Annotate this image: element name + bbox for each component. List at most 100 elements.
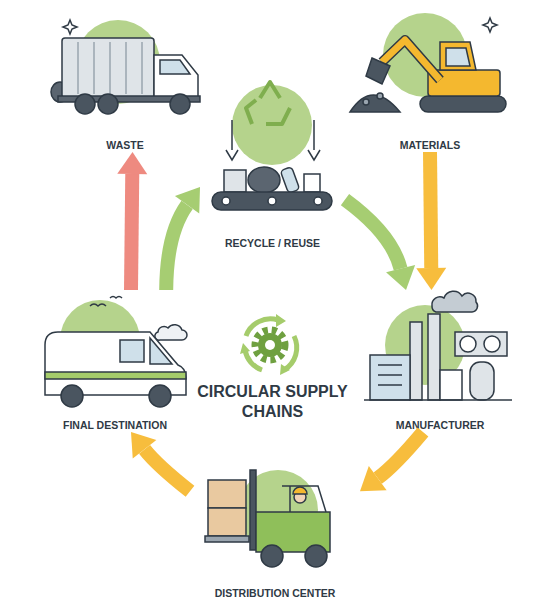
gear-hole xyxy=(265,340,275,350)
arrow-shaft xyxy=(131,174,132,290)
birds xyxy=(90,297,122,307)
pallet xyxy=(205,536,249,542)
wheel xyxy=(98,94,118,114)
building-windows xyxy=(378,365,402,385)
cab-window xyxy=(446,48,470,66)
truck-body xyxy=(62,38,154,98)
node-label: RECYCLE / REUSE xyxy=(225,237,320,250)
arrow-head xyxy=(416,268,446,290)
flow-arrow xyxy=(416,152,446,290)
node-label: MATERIALS xyxy=(400,139,460,152)
smoke-cloud xyxy=(432,291,478,312)
node-label: FINAL DESTINATION xyxy=(63,419,167,432)
arrow-shaft xyxy=(378,432,423,478)
cycle-arrow xyxy=(284,336,297,370)
roller xyxy=(268,197,276,205)
flow-arrow xyxy=(131,432,190,491)
arrow-shaft xyxy=(345,200,401,269)
illustration-node: DISTRIBUTION CENTER xyxy=(190,455,360,600)
rock xyxy=(363,99,369,105)
diagram-title: CIRCULAR SUPPLY CHAINS xyxy=(190,382,355,422)
delivery-van xyxy=(45,297,187,408)
wheel xyxy=(305,545,327,567)
wheel xyxy=(61,385,83,407)
sparkle xyxy=(483,18,497,32)
cycle-arrowheads xyxy=(240,314,290,375)
ground-line xyxy=(364,399,512,401)
excavator xyxy=(350,13,506,112)
forklift-mast xyxy=(250,470,256,550)
arrow-heads xyxy=(416,268,446,290)
arrow-heads xyxy=(117,152,147,174)
bag-item xyxy=(248,167,280,193)
flow-arrow xyxy=(117,152,147,290)
arrow-heads xyxy=(360,466,387,491)
fan xyxy=(460,336,476,352)
rock-pile xyxy=(350,95,400,112)
box-item xyxy=(224,170,246,192)
factory-annex xyxy=(440,370,462,400)
wheel xyxy=(170,94,190,114)
chimney xyxy=(410,322,422,400)
cargo-box xyxy=(208,480,246,508)
node-text-group: WASTE xyxy=(50,139,200,152)
arrow-shaft xyxy=(145,449,190,491)
illustration-node: MATERIALS xyxy=(345,10,515,152)
bucket xyxy=(366,58,390,84)
grabber-claw xyxy=(226,120,320,160)
factory xyxy=(364,291,512,400)
illustration-node: FINAL DESTINATION xyxy=(35,290,195,432)
forklift xyxy=(205,470,330,567)
arrow-head xyxy=(131,432,156,459)
gear-teeth xyxy=(255,330,285,360)
sparkle xyxy=(63,20,77,34)
arrow-head xyxy=(386,265,415,290)
node-text-group: FINAL DESTINATION xyxy=(35,419,195,432)
arrow-heads xyxy=(131,432,156,459)
node-text-group: DISTRIBUTION CENTER xyxy=(190,587,360,600)
bottle-item xyxy=(280,167,299,194)
fan-unit xyxy=(455,332,507,356)
node-label: WASTE xyxy=(106,139,143,152)
excavator-arm xyxy=(382,40,440,80)
wheel xyxy=(261,545,283,567)
gear xyxy=(258,333,282,357)
cloud xyxy=(155,325,187,340)
arrow-shaft xyxy=(430,152,431,268)
chimney xyxy=(428,314,440,400)
hard-hat xyxy=(293,487,307,494)
circular-gear-icon xyxy=(240,314,297,375)
node-text-group: MANUFACTURER xyxy=(355,419,525,432)
rock xyxy=(377,93,383,99)
node-label: MANUFACTURER xyxy=(396,419,485,432)
arrow-head xyxy=(175,187,200,214)
truck-ribs xyxy=(78,42,142,94)
track xyxy=(420,96,506,112)
excavator-cab xyxy=(440,42,476,70)
cargo-box xyxy=(208,508,246,536)
storage-tank xyxy=(470,362,494,400)
van-stripe xyxy=(45,372,186,379)
wheel xyxy=(75,94,95,114)
truck-cab xyxy=(154,55,198,98)
illustration-node: RECYCLE / REUSE xyxy=(200,70,345,250)
illustration-node: MANUFACTURER xyxy=(355,290,525,432)
garbage-truck xyxy=(51,20,200,114)
arrow-heads xyxy=(175,187,200,214)
factory-building xyxy=(370,355,410,400)
cab-window xyxy=(160,60,190,74)
can-item xyxy=(304,174,320,192)
arrow-head xyxy=(360,466,387,491)
flow-arrow xyxy=(166,187,200,290)
recycle-symbol xyxy=(246,82,290,124)
arm-outline xyxy=(382,40,440,80)
van-window xyxy=(120,340,144,362)
node-text-group: RECYCLE / REUSE xyxy=(200,237,345,250)
recycling-conveyor xyxy=(212,82,332,210)
arrow-head xyxy=(117,152,147,174)
flow-arrow xyxy=(360,432,423,491)
flow-arrow xyxy=(345,200,415,290)
